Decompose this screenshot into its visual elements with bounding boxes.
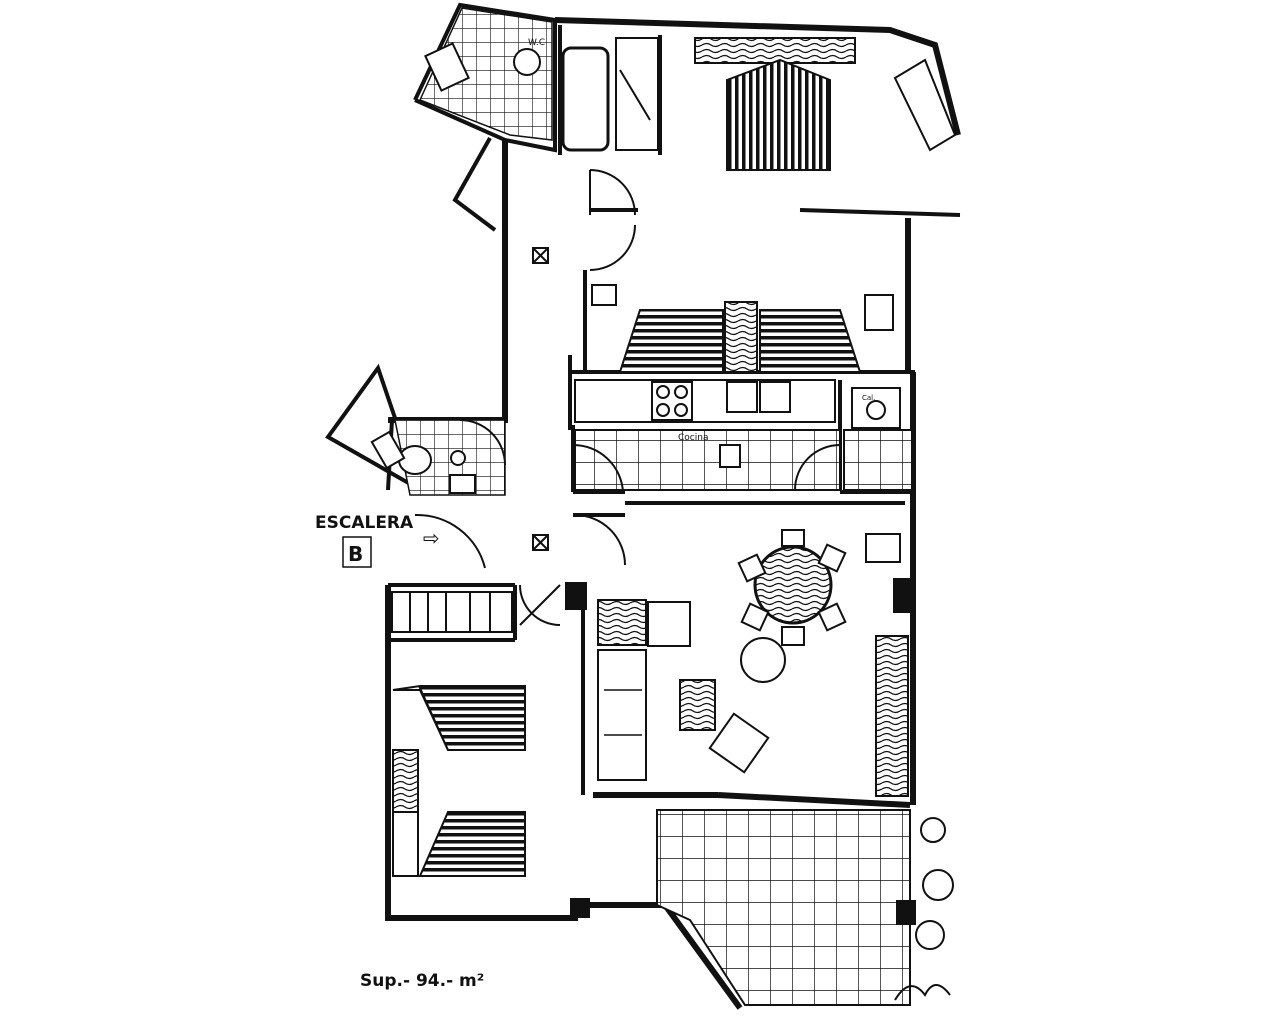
vent-shafts bbox=[532, 247, 549, 551]
stair-letter: B bbox=[348, 542, 363, 566]
dining-table bbox=[737, 529, 847, 683]
laundry-floor-tiles bbox=[843, 429, 913, 491]
stair-label: ESCALERA bbox=[315, 513, 414, 533]
armchair bbox=[708, 712, 770, 774]
desk bbox=[893, 58, 957, 152]
bathroom-floor-tiles bbox=[418, 7, 553, 141]
heater-label: Cal. bbox=[862, 394, 875, 402]
toilet bbox=[370, 430, 476, 494]
doors bbox=[414, 169, 841, 626]
stair-arrow-icon: ⇨ bbox=[423, 526, 440, 550]
kitchen-counter bbox=[574, 379, 836, 468]
plants bbox=[894, 817, 954, 1001]
tv-unit bbox=[865, 533, 901, 563]
master-bed bbox=[694, 37, 856, 171]
bathtub bbox=[561, 37, 659, 152]
sofa bbox=[597, 599, 691, 781]
bath-toilet bbox=[424, 42, 541, 92]
stair-letter-box bbox=[342, 536, 372, 568]
bedroom-3-beds bbox=[392, 685, 526, 877]
kitchen-label: Cocina bbox=[678, 433, 708, 443]
area-label: Sup.- 94.- m² bbox=[360, 971, 484, 991]
closet-shelves bbox=[391, 591, 513, 633]
sideboard bbox=[875, 635, 909, 797]
terrace-floor-tiles bbox=[656, 809, 911, 1006]
bedroom-2-beds bbox=[591, 284, 894, 373]
water-heater bbox=[851, 387, 901, 429]
kitchen-floor-tiles bbox=[574, 429, 841, 491]
coffee-table bbox=[679, 679, 716, 731]
wc-label: W.C bbox=[528, 38, 545, 48]
pillars bbox=[565, 578, 916, 925]
